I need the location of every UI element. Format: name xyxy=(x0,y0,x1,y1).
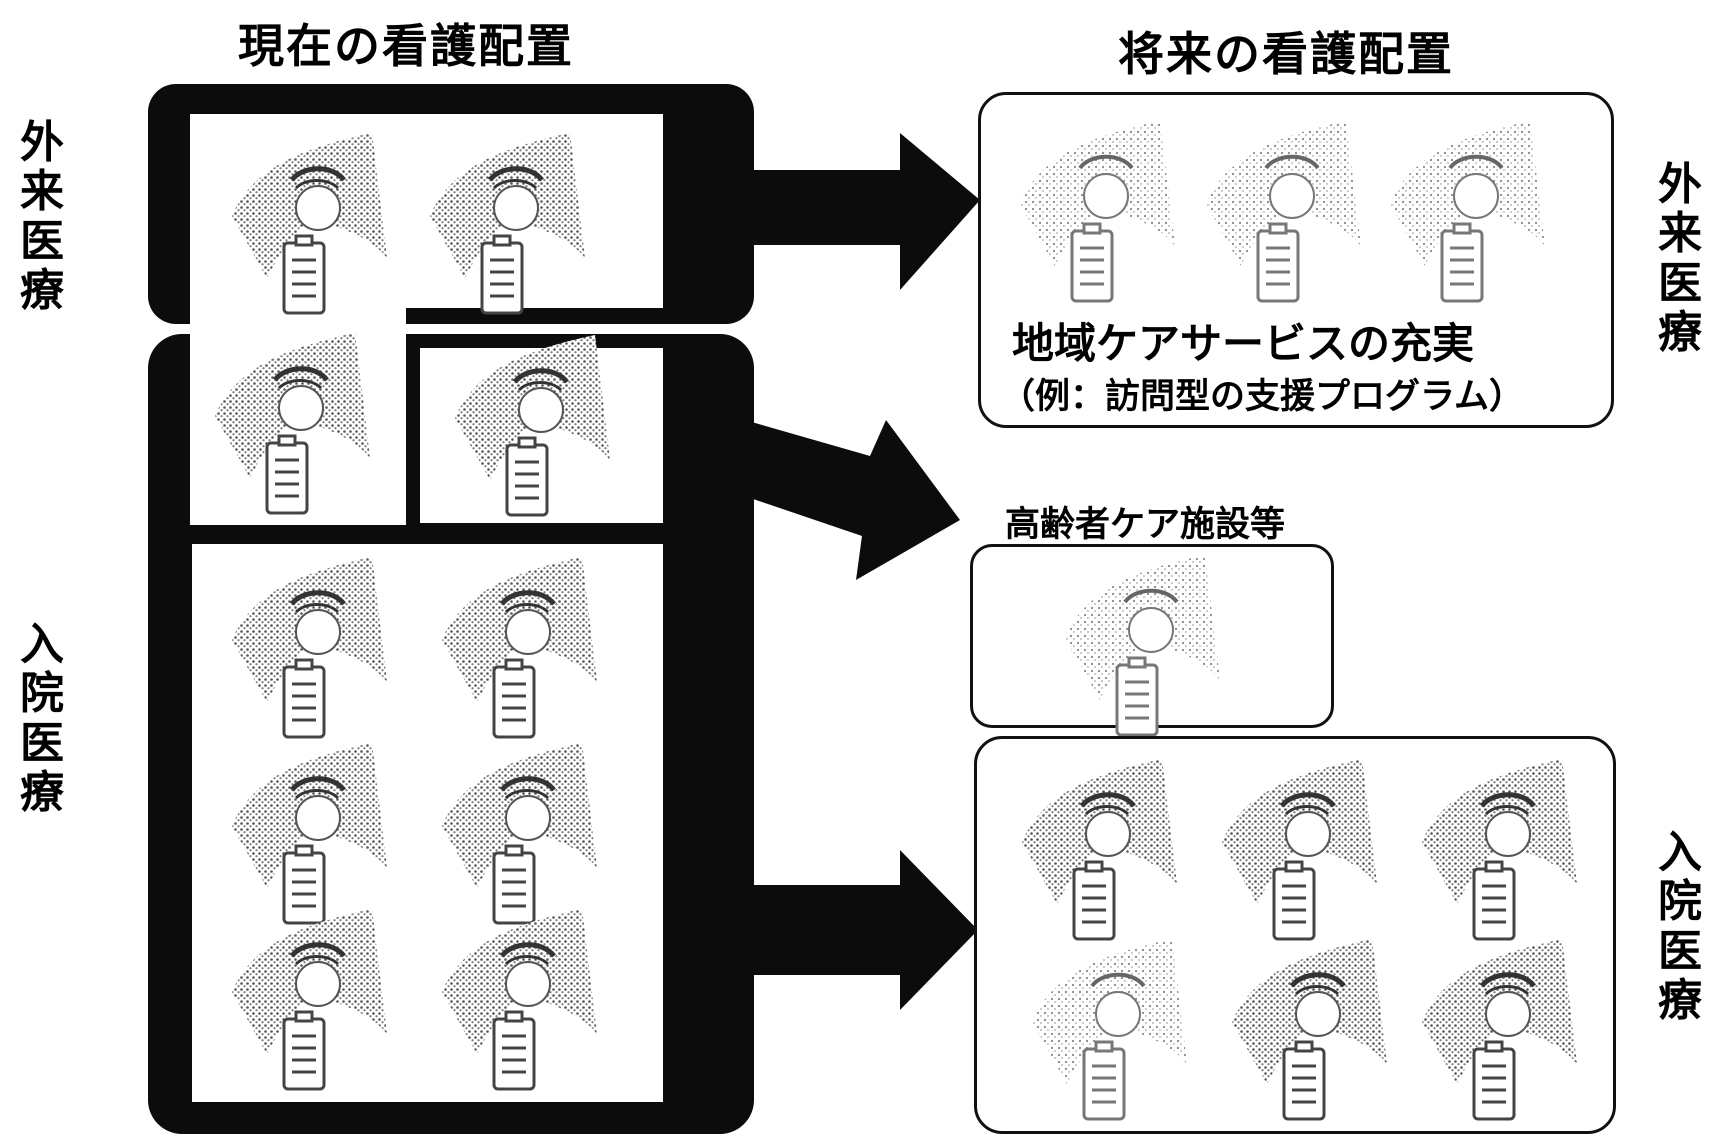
arrow-to-outpatient xyxy=(668,133,980,290)
nurse-icon xyxy=(1222,934,1392,1124)
nurse-icon xyxy=(1212,754,1382,944)
elderly-care-label: 高齢者ケア施設等 xyxy=(1005,505,1286,545)
arrow-to-inpatient xyxy=(668,850,978,1010)
right-outpatient-label: 外 来 医 療 xyxy=(1658,159,1702,358)
community-care-text: 地域ケアサービスの充実 xyxy=(1012,319,1475,368)
future-placement-heading: 将来の看護配置 xyxy=(1118,27,1454,81)
nurse-icon xyxy=(1196,116,1366,306)
community-care-example-text: （例：訪問型の支援プログラム） xyxy=(1000,377,1524,417)
left-outpatient-label: 外 来 医 療 xyxy=(20,117,64,316)
nurse-icon xyxy=(1412,934,1582,1124)
nurse-icon xyxy=(1055,550,1225,740)
left-inpatient-label: 入 院 医 療 xyxy=(20,619,64,818)
nurse-icon xyxy=(1022,934,1192,1124)
nurse-icon xyxy=(1010,116,1180,306)
nurse-icon xyxy=(1380,116,1550,306)
arrow-to-elderly-care xyxy=(668,398,960,580)
current-placement-heading: 現在の看護配置 xyxy=(238,19,574,73)
nurse-icon xyxy=(1412,754,1582,944)
nurse-icon xyxy=(1012,754,1182,944)
right-inpatient-label: 入 院 医 療 xyxy=(1658,827,1702,1026)
